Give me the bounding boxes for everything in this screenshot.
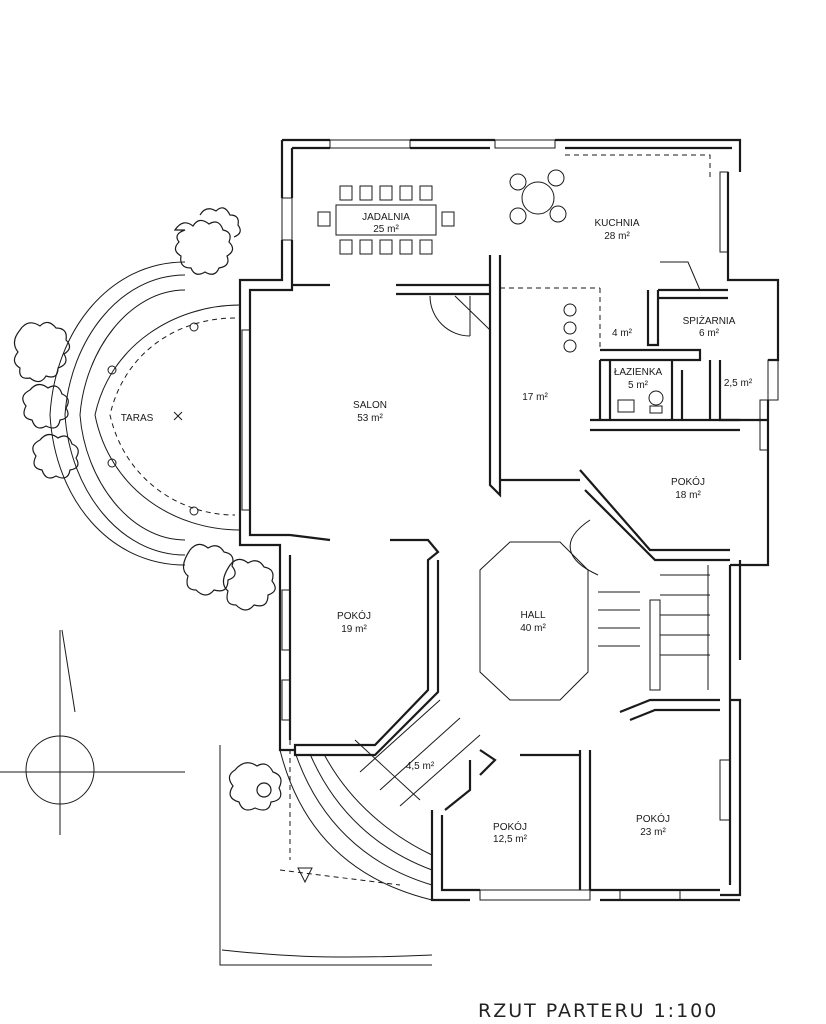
bathroom-fixtures <box>617 390 664 414</box>
entrance-steps <box>219 740 433 966</box>
pantry-shelves <box>563 303 577 353</box>
north-arrow-icon <box>0 629 313 884</box>
room-name-spizarnia: SPIŻARNIA <box>683 314 736 327</box>
drawing-title: RZUT PARTERU 1:100 <box>478 1000 719 1022</box>
room-area-corridor: 17 m² <box>522 392 548 403</box>
room-area-jadalnia: 25 m² <box>373 224 399 235</box>
room-name-salon: SALON <box>353 400 387 411</box>
room-area-salon: 53 m² <box>357 413 383 424</box>
terrace <box>49 261 241 566</box>
staircase <box>569 519 710 691</box>
room-name-hall: HALL <box>520 610 545 621</box>
dining-table <box>317 185 455 255</box>
vestibule-lines <box>354 699 481 807</box>
kitchen-table <box>509 169 567 225</box>
room-name-pokoj-12: POKÓJ <box>493 820 527 833</box>
room-name-pokoj-18: POKÓJ <box>671 475 705 488</box>
room-name-jadalnia: JADALNIA <box>362 212 410 223</box>
room-area-pokoj-23: 23 m² <box>640 827 666 838</box>
room-area-pokoj-19: 19 m² <box>341 624 367 635</box>
room-labels: JADALNIA 25 m² KUCHNIA 28 m² SPIŻARNIA 6… <box>121 212 753 845</box>
room-name-pokoj-23: POKÓJ <box>636 812 670 825</box>
room-area-pokoj-12: 12,5 m² <box>493 834 528 845</box>
room-area-wc: 2,5 m² <box>724 378 753 389</box>
room-name-lazienka: ŁAZIENKA <box>614 367 663 378</box>
room-area-pantry-small: 4 m² <box>612 328 633 339</box>
room-area-spizarnia: 6 m² <box>699 328 720 339</box>
room-name-kuchnia: KUCHNIA <box>594 218 639 229</box>
plants <box>13 207 282 811</box>
room-area-lazienka: 5 m² <box>628 380 649 391</box>
salon-door-swing <box>429 295 491 337</box>
room-area-hall: 40 m² <box>520 623 546 634</box>
room-area-pokoj-18: 18 m² <box>675 490 701 501</box>
room-area-kuchnia: 28 m² <box>604 231 630 242</box>
terrace-center-mark <box>173 411 183 421</box>
interior-walls <box>289 255 768 890</box>
room-name-pokoj-19: POKÓJ <box>337 609 371 622</box>
room-area-vestibule: 4,5 m² <box>406 761 435 772</box>
windows <box>241 139 779 901</box>
room-name-taras: TARAS <box>121 413 154 424</box>
exterior-walls <box>238 138 780 902</box>
hall-octagon <box>479 541 589 701</box>
kitchen-counter <box>500 154 711 350</box>
